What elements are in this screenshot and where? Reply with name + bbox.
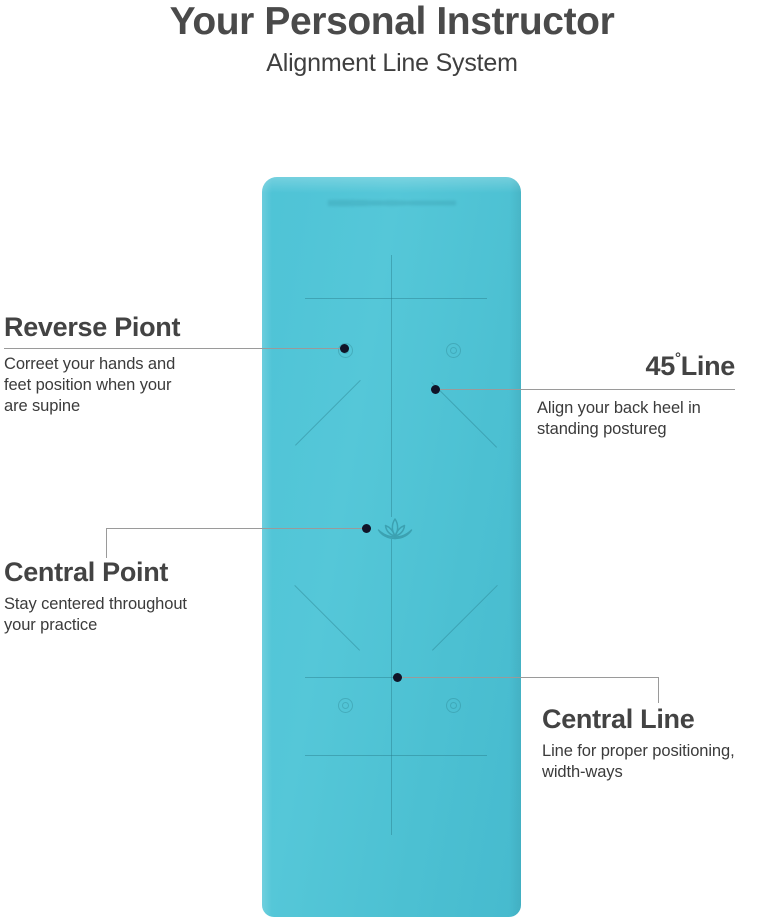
page-title: Your Personal Instructor <box>169 0 615 43</box>
callout-line: Correet your hands and <box>4 355 176 373</box>
callout-reverse-point-body: Correet your hands and feet position whe… <box>4 354 354 417</box>
callout-line: standing postureg <box>537 420 667 438</box>
callout-line: Line for proper positioning, <box>542 742 735 760</box>
callout-central-line-leader-drop <box>658 677 659 703</box>
infographic-canvas: Your Personal Instructor Alignment Line … <box>4 0 784 917</box>
callout-reverse-point-heading: Reverse Piont <box>4 312 181 342</box>
mat-circle-marker-upper-right <box>446 343 461 358</box>
lotus-flower-icon <box>377 518 413 540</box>
degree-symbol-icon: ° <box>674 350 681 367</box>
callout-line: your practice <box>4 616 98 634</box>
callout-line: Align your back heel in <box>537 399 701 417</box>
alignment-diagonal-upper-right <box>431 382 498 448</box>
alignment-vertical-line-upper <box>391 255 392 517</box>
central-line-marker <box>393 673 402 682</box>
callout-central-point-body: Stay centered throughout your practice <box>4 594 354 636</box>
callout-central-point-leader-line <box>106 528 368 529</box>
mat-circle-marker-lower-right <box>446 698 461 713</box>
callout-line: width-ways <box>542 763 623 781</box>
callout-central-point-leader-drop <box>106 528 107 558</box>
callout-line: are supine <box>4 397 81 415</box>
alignment-cross-line-foot <box>305 755 487 756</box>
callout-central-line-body: Line for proper positioning, width-ways <box>542 741 784 783</box>
callout-forty-five-line-leader-line <box>437 389 735 390</box>
forty-five-line-marker <box>431 385 440 394</box>
mat-brand-wordmark <box>328 195 456 211</box>
alignment-diagonal-lower-right <box>432 584 498 651</box>
callout-reverse-point-leader-line <box>4 348 346 349</box>
mat-right-edge <box>509 177 521 917</box>
callout-central-point-heading: Central Point <box>4 557 169 587</box>
callout-central-line-leader-line <box>400 677 659 678</box>
alignment-vertical-line-lower <box>391 539 392 835</box>
yoga-mat-image <box>262 177 521 917</box>
reverse-point-marker <box>340 344 349 353</box>
callout-line: Stay centered throughout <box>4 595 187 613</box>
mat-left-edge <box>262 177 272 917</box>
callout-central-point: Central Point Stay centered throughout y… <box>4 556 354 636</box>
callout-forty-five-line-body-wrap: Align your back heel in standing posture… <box>537 398 784 440</box>
callout-line: feet position when your <box>4 376 172 394</box>
callout-central-line: Central Line Line for proper positioning… <box>542 703 784 783</box>
callout-forty-five-line: 45°Line <box>385 350 736 382</box>
callout-forty-five-line-heading: 45°Line <box>385 350 736 382</box>
callout-reverse-point: Reverse Piont Correet your hands and fee… <box>4 311 354 417</box>
alignment-cross-line-top <box>305 298 487 299</box>
callout-45-number: 45 <box>645 351 676 381</box>
mat-top-highlight <box>262 177 521 193</box>
callout-central-line-heading: Central Line <box>542 704 695 734</box>
callout-45-word: Line <box>680 351 736 381</box>
mat-circle-marker-lower-left <box>338 698 353 713</box>
callout-forty-five-line-body: Align your back heel in standing posture… <box>537 398 784 440</box>
central-point-marker <box>362 524 371 533</box>
page-subtitle: Alignment Line System <box>266 49 518 77</box>
